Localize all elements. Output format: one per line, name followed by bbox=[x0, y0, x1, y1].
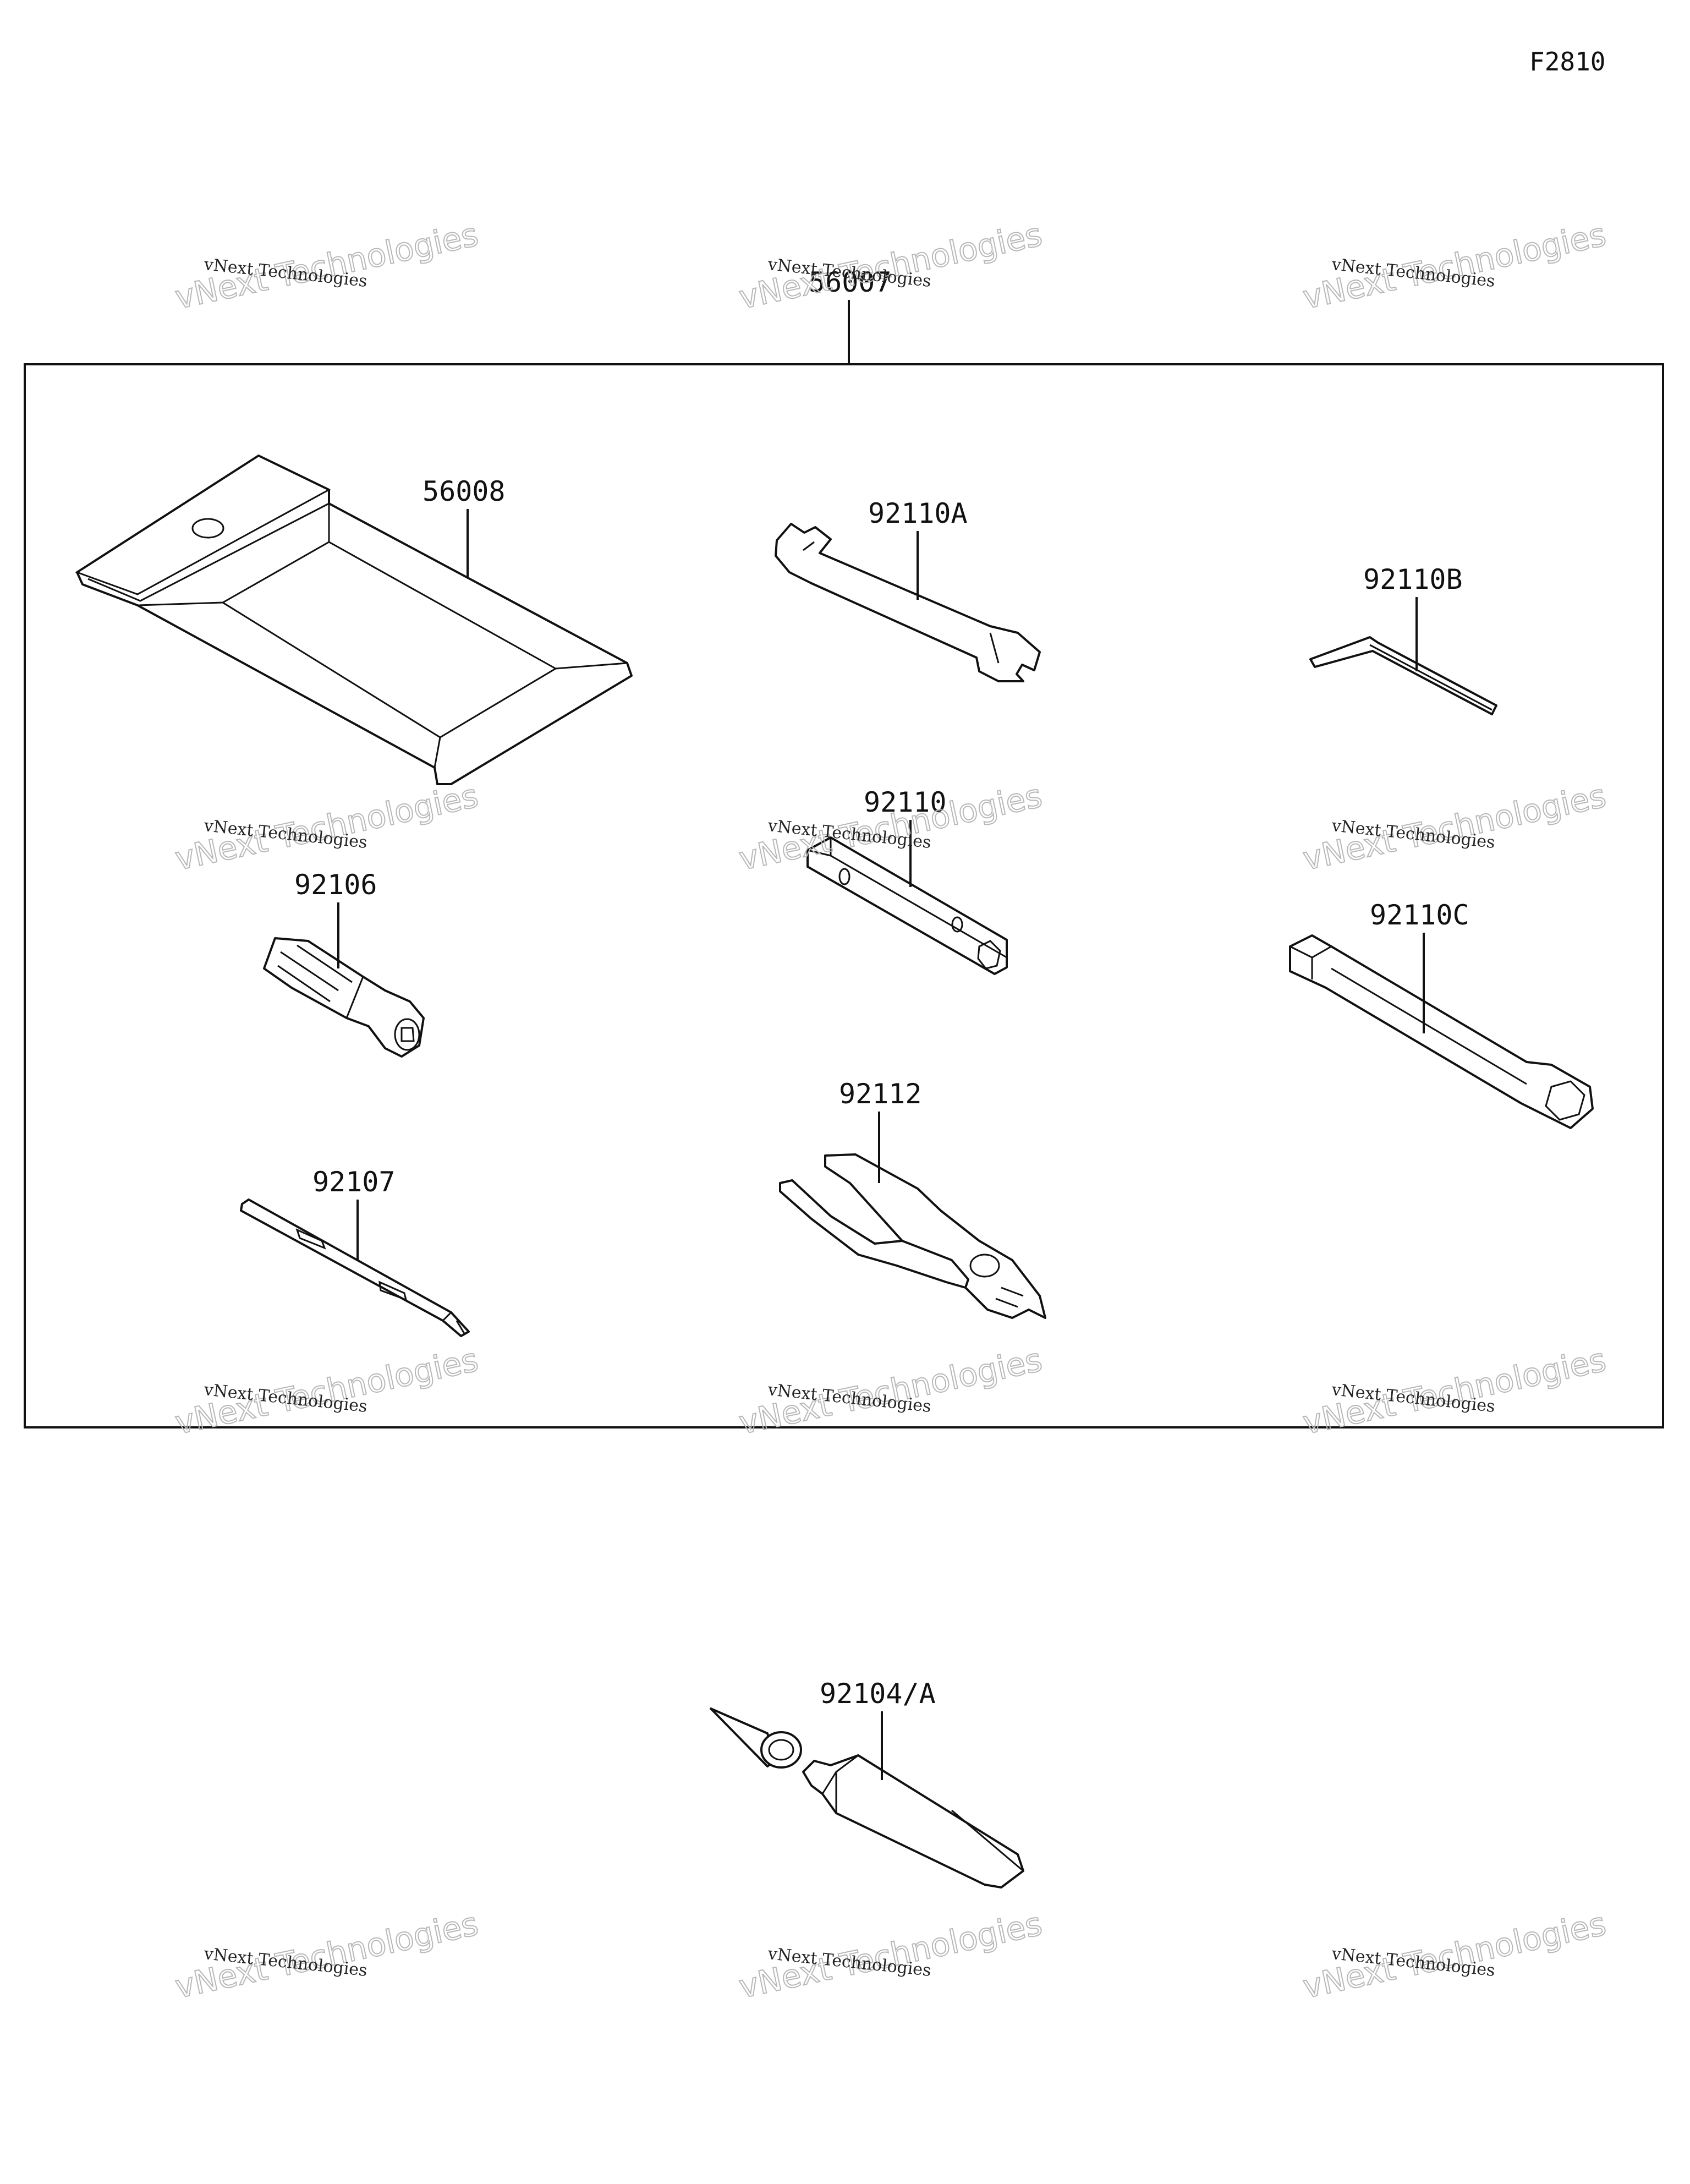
screwdriver-handle-icon[interactable] bbox=[263, 937, 425, 1058]
screwdriver-bit-icon[interactable] bbox=[240, 1198, 470, 1337]
pliers-icon[interactable] bbox=[779, 1153, 1046, 1319]
label-92106[interactable]: 92106 bbox=[294, 869, 377, 901]
label-92112[interactable]: 92112 bbox=[839, 1078, 922, 1110]
label-92110[interactable]: 92110 bbox=[864, 786, 947, 818]
label-92107[interactable]: 92107 bbox=[312, 1166, 396, 1198]
label-92104A[interactable]: 92104/A bbox=[820, 1678, 936, 1710]
hex-key-icon[interactable] bbox=[1309, 636, 1497, 715]
open-end-wrench-icon[interactable] bbox=[775, 523, 1041, 682]
assembly-label[interactable]: 56007 bbox=[809, 266, 892, 298]
figure-code: F2810 bbox=[1529, 47, 1605, 76]
label-56008[interactable]: 56008 bbox=[422, 475, 506, 507]
label-92110A[interactable]: 92110A bbox=[868, 497, 968, 529]
label-92110C[interactable]: 92110C bbox=[1370, 899, 1469, 931]
grease-tube-icon[interactable] bbox=[710, 1707, 1024, 1889]
plug-wrench-icon[interactable] bbox=[806, 836, 1008, 975]
tool-bag-icon[interactable] bbox=[75, 455, 633, 785]
box-wrench-icon[interactable] bbox=[1289, 934, 1594, 1129]
assembly-frame bbox=[24, 363, 1664, 1428]
label-92110B[interactable]: 92110B bbox=[1363, 563, 1463, 595]
